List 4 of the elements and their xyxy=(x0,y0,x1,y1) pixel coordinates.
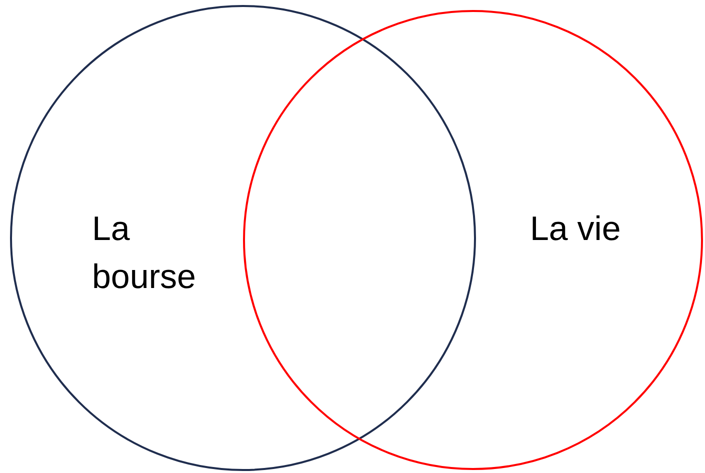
set-label: La vie xyxy=(530,209,622,250)
venn-circle xyxy=(243,10,703,470)
venn-circle xyxy=(10,5,476,471)
set-label: La bourse xyxy=(92,209,197,298)
